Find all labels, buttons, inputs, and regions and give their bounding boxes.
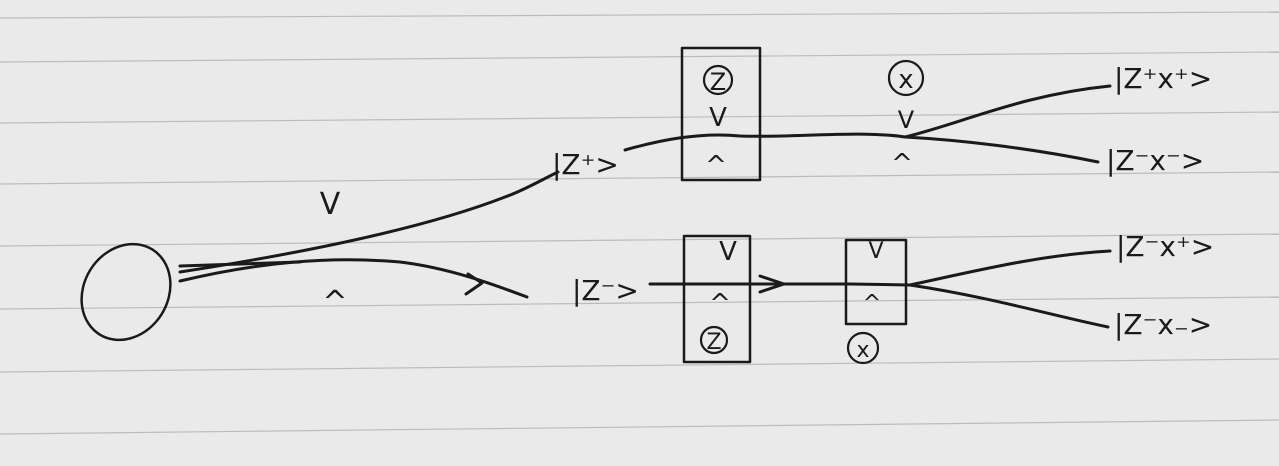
beam-zm-xm-lower bbox=[908, 283, 1110, 329]
device-upper-z-axis-circle bbox=[702, 64, 734, 96]
device-upper-x-axis-label: x bbox=[898, 65, 913, 95]
device-lower-x-axis-label: x bbox=[856, 338, 869, 363]
device-lower-z-axis-label: Z bbox=[706, 330, 721, 355]
beam-zm-xm-upper bbox=[903, 135, 1100, 164]
device-upper-x-bottom-mark: ^ bbox=[891, 149, 913, 179]
beam-arrow-2 bbox=[758, 274, 786, 294]
device-upper-x-top-mark: V bbox=[898, 106, 915, 134]
split1-upper-mark: V bbox=[320, 187, 341, 222]
device-lower-x: V ^ x bbox=[844, 238, 908, 365]
device-upper-z-top-mark: V bbox=[709, 103, 727, 133]
ruled-lines bbox=[0, 11, 1279, 435]
device-upper-x: x V ^ bbox=[887, 59, 925, 179]
device-lower-z-box bbox=[682, 234, 752, 364]
device-lower-x-bottom-mark: ^ bbox=[863, 291, 881, 316]
beam-zp-xp bbox=[903, 84, 1112, 139]
output-label-zm-xm-lower: |Z⁻x₋> bbox=[1114, 308, 1212, 341]
state-label-zminus: |Z⁻> bbox=[572, 274, 639, 307]
beam-zminus bbox=[648, 282, 912, 287]
output-label-zm-xm-upper: |Z⁻x⁻> bbox=[1106, 144, 1204, 177]
device-lower-z-axis-circle bbox=[699, 325, 729, 355]
device-lower-z-bottom-mark: ^ bbox=[709, 289, 731, 319]
beam-arrow-1 bbox=[464, 272, 484, 296]
device-lower-x-axis-circle bbox=[846, 331, 880, 365]
output-label-zp-xp: |Z⁺x⁺> bbox=[1114, 62, 1212, 95]
source-oval bbox=[80, 242, 172, 342]
device-upper-z-box bbox=[680, 46, 762, 182]
beam-zplus bbox=[623, 132, 907, 152]
device-upper-z-bottom-mark: ^ bbox=[705, 151, 727, 181]
beam-source-start bbox=[178, 260, 302, 268]
device-lower-z-top-mark: V bbox=[719, 237, 737, 267]
output-label-zm-xp: |Z⁻x⁺> bbox=[1116, 230, 1214, 263]
device-upper-z-axis-label: Z bbox=[710, 68, 726, 96]
device-lower-x-top-mark: V bbox=[868, 239, 883, 264]
beam-lower-branch bbox=[178, 258, 529, 299]
device-lower-z: V ^ Z bbox=[682, 234, 752, 364]
device-upper-x-axis-circle bbox=[887, 59, 925, 97]
split1-lower-mark: ^ bbox=[322, 285, 347, 320]
beam-paths bbox=[178, 84, 1112, 329]
beam-upper-branch bbox=[178, 170, 560, 274]
device-upper-z: Z V ^ bbox=[680, 46, 762, 182]
beam-zm-xp bbox=[908, 249, 1112, 287]
state-label-zplus: |Z⁺> bbox=[552, 148, 619, 181]
device-lower-x-box bbox=[844, 238, 908, 326]
